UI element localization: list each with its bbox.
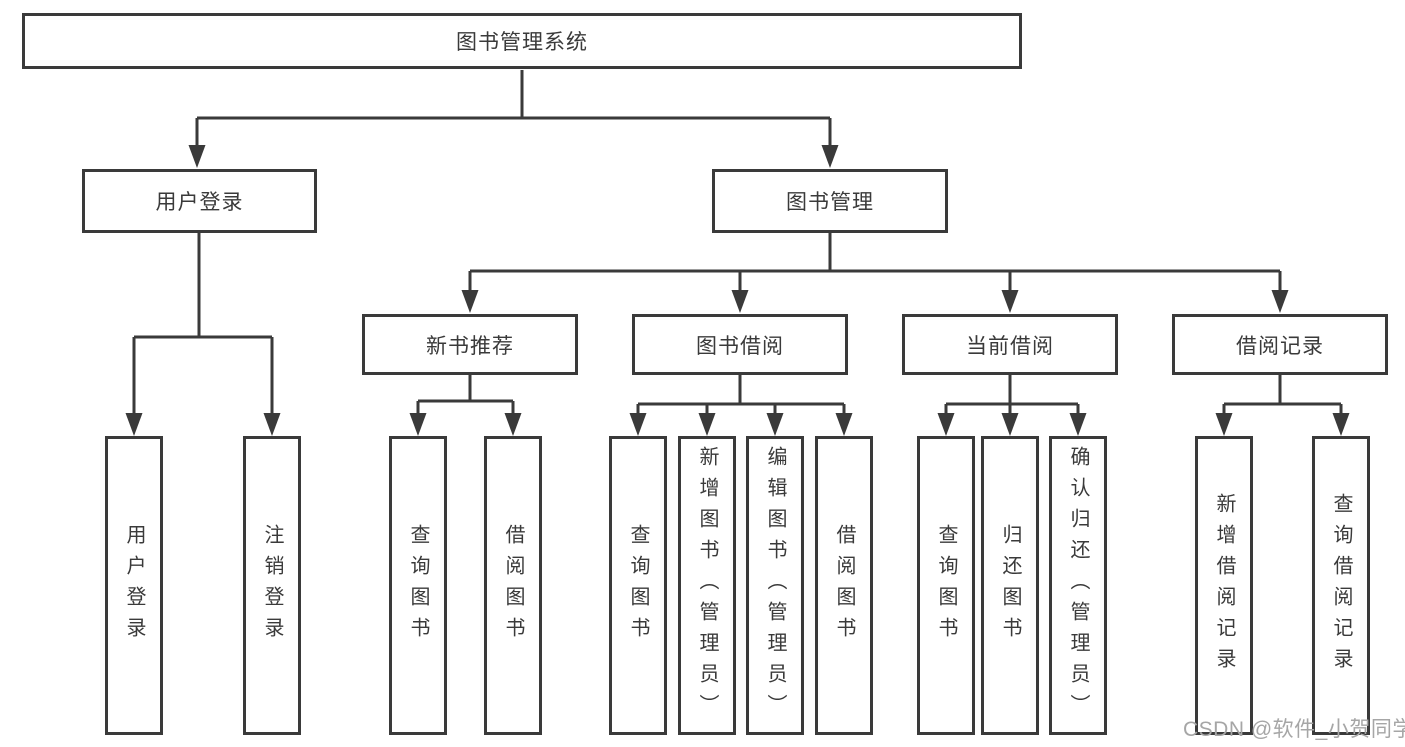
- node-leaf-bb-add-books-admin: 新增图书（管理员）: [678, 436, 736, 735]
- leaf-label: 注销登录: [261, 523, 283, 648]
- leaf-label: 归还图书: [999, 523, 1021, 648]
- node-book-management: 图书管理: [712, 169, 948, 233]
- node-leaf-cb-return-books: 归还图书: [981, 436, 1039, 735]
- node-library-system: 图书管理系统: [22, 13, 1022, 69]
- node-current-borrowing: 当前借阅: [902, 314, 1118, 375]
- node-book-borrowing: 图书借阅: [632, 314, 848, 375]
- node-leaf-nbr-query-books: 查询图书: [389, 436, 447, 735]
- leaf-label: 查询图书: [407, 523, 429, 648]
- node-new-book-recommend: 新书推荐: [362, 314, 578, 375]
- leaf-label: 确认归还（管理员）: [1067, 446, 1089, 725]
- node-leaf-bb-edit-books-admin: 编辑图书（管理员）: [746, 436, 804, 735]
- leaf-label: 查询图书: [627, 523, 649, 648]
- node-leaf-bb-borrow-books: 借阅图书: [815, 436, 873, 735]
- leaf-label: 新增借阅记录: [1213, 492, 1235, 679]
- leaf-label: 查询借阅记录: [1330, 492, 1352, 679]
- leaf-label: 编辑图书（管理员）: [764, 446, 786, 725]
- node-leaf-bb-query-books: 查询图书: [609, 436, 667, 735]
- node-leaf-logout: 注销登录: [243, 436, 301, 735]
- node-leaf-cb-confirm-return-admin: 确认归还（管理员）: [1049, 436, 1107, 735]
- node-user-login: 用户登录: [82, 169, 317, 233]
- watermark-text: CSDN @软件_小贺同学: [1183, 718, 1405, 741]
- leaf-label: 借阅图书: [502, 523, 524, 648]
- leaf-label: 用户登录: [123, 523, 145, 648]
- leaf-label: 新增图书（管理员）: [696, 446, 718, 725]
- node-leaf-br-query-record: 查询借阅记录: [1312, 436, 1370, 735]
- node-leaf-user-login: 用户登录: [105, 436, 163, 735]
- node-borrowing-records: 借阅记录: [1172, 314, 1388, 375]
- node-leaf-nbr-borrow-books: 借阅图书: [484, 436, 542, 735]
- leaf-label: 查询图书: [935, 523, 957, 648]
- node-leaf-cb-query-books: 查询图书: [917, 436, 975, 735]
- leaf-label: 借阅图书: [833, 523, 855, 648]
- node-leaf-br-add-record: 新增借阅记录: [1195, 436, 1253, 735]
